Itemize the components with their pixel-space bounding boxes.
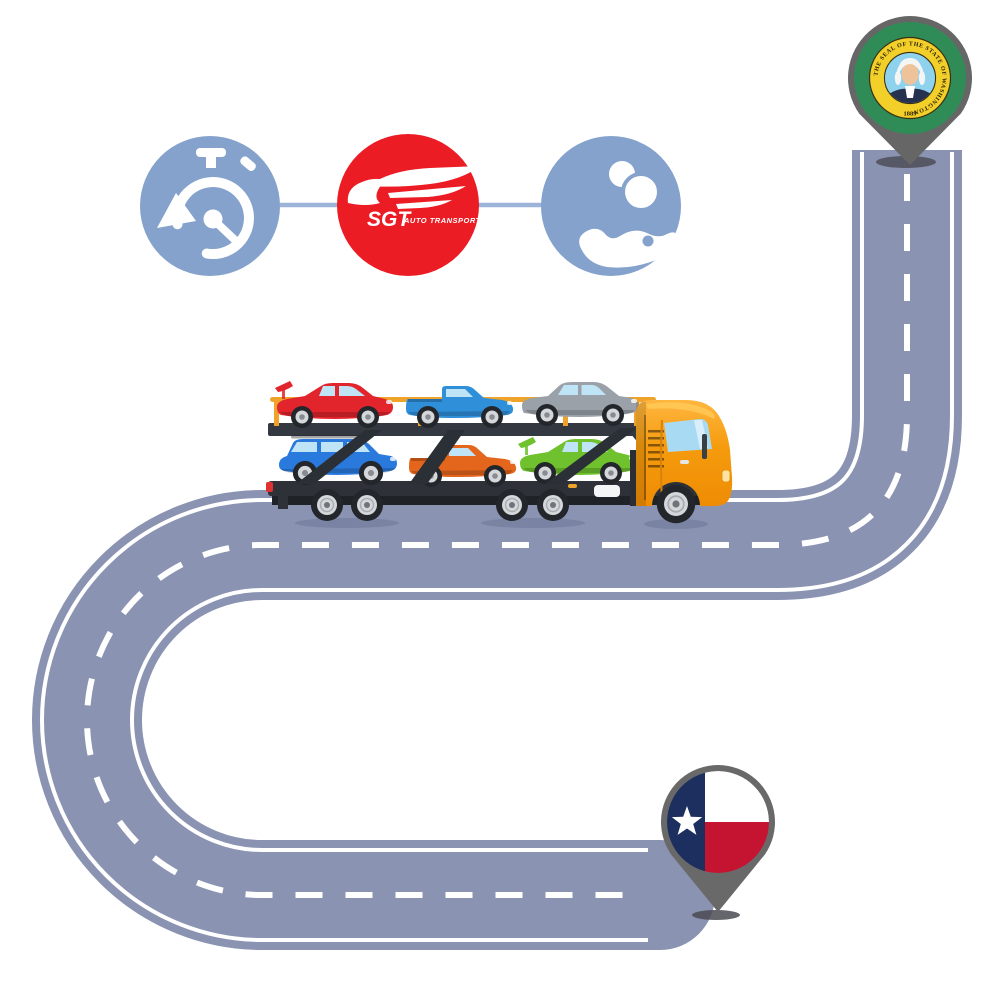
door-handle	[680, 460, 689, 464]
tail-light	[266, 482, 273, 492]
deck-braces	[296, 428, 637, 484]
truck-wheel-shadows	[295, 518, 708, 529]
trailer-chassis	[266, 481, 710, 509]
blue-pickup-truck	[406, 386, 513, 428]
customer-care-hand-icon	[541, 136, 681, 276]
washington-seal-pin: THE SEAL OF THE STATE OF WASHINGTON 1889	[848, 16, 972, 168]
brand-name: SGT	[367, 208, 412, 231]
texas-star-icon	[671, 806, 703, 835]
brand-tagline: AUTO TRANSPORT	[403, 216, 482, 225]
headlight	[721, 469, 731, 483]
silver-sedan	[522, 382, 638, 426]
mud-flap-box	[594, 485, 620, 497]
road-center-dashed-line	[83, 174, 910, 898]
sgt-auto-transport-logo: SGT AUTO TRANSPORT	[337, 134, 482, 276]
seal-year: 1889	[904, 111, 918, 118]
sgt-wing-icon	[347, 166, 480, 209]
delivery-time-stopwatch-icon	[140, 136, 280, 276]
cab-wheel	[655, 483, 697, 525]
cab-vent-slats	[648, 430, 664, 468]
truck-cab	[630, 400, 733, 525]
route-road	[31, 150, 962, 950]
washington-portrait	[885, 58, 935, 103]
red-sports-car	[275, 381, 393, 428]
side-mirror-icon	[702, 434, 707, 459]
upper-deck-cars	[275, 381, 638, 428]
car-hauler-truck	[266, 381, 733, 529]
feature-icons-row: SGT AUTO TRANSPORT	[140, 134, 681, 276]
